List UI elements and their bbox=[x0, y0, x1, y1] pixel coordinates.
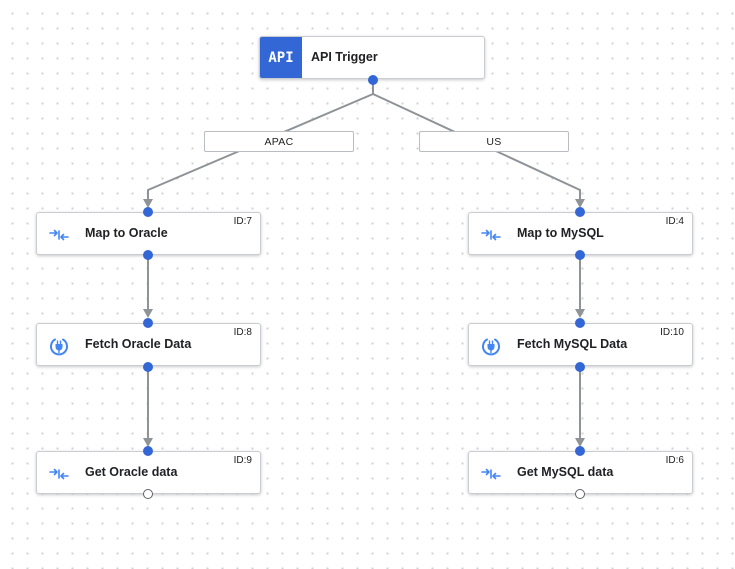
arrowhead bbox=[143, 199, 153, 208]
input-port[interactable] bbox=[143, 446, 153, 456]
arrowhead bbox=[575, 309, 585, 318]
task-id: ID:10 bbox=[660, 327, 684, 338]
task-label: Map to Oracle bbox=[85, 226, 168, 240]
data-mapping-icon bbox=[480, 224, 502, 246]
output-port[interactable] bbox=[143, 362, 153, 372]
task-node-get-mysql-data[interactable]: Get MySQL data ID:6 bbox=[468, 451, 693, 494]
api-trigger-label: API Trigger bbox=[311, 50, 378, 64]
task-label: Get Oracle data bbox=[85, 465, 178, 479]
task-label: Map to MySQL bbox=[517, 226, 604, 240]
edge-label-us[interactable]: US bbox=[419, 131, 569, 152]
data-mapping-icon bbox=[48, 224, 70, 246]
input-port[interactable] bbox=[575, 318, 585, 328]
output-port[interactable] bbox=[143, 250, 153, 260]
arrowhead bbox=[575, 199, 585, 208]
task-node-get-oracle-data[interactable]: Get Oracle data ID:9 bbox=[36, 451, 261, 494]
input-port[interactable] bbox=[143, 207, 153, 217]
api-trigger-node[interactable]: API API Trigger bbox=[259, 36, 485, 79]
task-node-map-to-mysql[interactable]: Map to MySQL ID:4 bbox=[468, 212, 693, 255]
task-id: ID:8 bbox=[233, 327, 252, 338]
arrowhead bbox=[143, 438, 153, 447]
api-icon: API bbox=[260, 37, 302, 78]
connector-icon bbox=[48, 335, 70, 357]
input-port[interactable] bbox=[575, 207, 585, 217]
task-label: Fetch MySQL Data bbox=[517, 337, 628, 351]
task-node-fetch-oracle-data[interactable]: Fetch Oracle Data ID:8 bbox=[36, 323, 261, 366]
task-node-map-to-oracle[interactable]: Map to Oracle ID:7 bbox=[36, 212, 261, 255]
task-id: ID:9 bbox=[233, 455, 252, 466]
output-port[interactable] bbox=[575, 362, 585, 372]
edge-label-apac[interactable]: APAC bbox=[204, 131, 354, 152]
task-id: ID:6 bbox=[665, 455, 684, 466]
task-node-fetch-mysql-data[interactable]: Fetch MySQL Data ID:10 bbox=[468, 323, 693, 366]
arrowhead bbox=[143, 309, 153, 318]
output-port[interactable] bbox=[368, 75, 378, 85]
task-label: Get MySQL data bbox=[517, 465, 614, 479]
task-id: ID:4 bbox=[665, 216, 684, 227]
input-port[interactable] bbox=[575, 446, 585, 456]
output-port-unconnected[interactable] bbox=[575, 489, 585, 499]
data-mapping-icon bbox=[480, 463, 502, 485]
output-port-unconnected[interactable] bbox=[143, 489, 153, 499]
output-port[interactable] bbox=[575, 250, 585, 260]
task-id: ID:7 bbox=[233, 216, 252, 227]
arrowhead bbox=[575, 438, 585, 447]
task-label: Fetch Oracle Data bbox=[85, 337, 192, 351]
connector-icon bbox=[480, 335, 502, 357]
data-mapping-icon bbox=[48, 463, 70, 485]
input-port[interactable] bbox=[143, 318, 153, 328]
